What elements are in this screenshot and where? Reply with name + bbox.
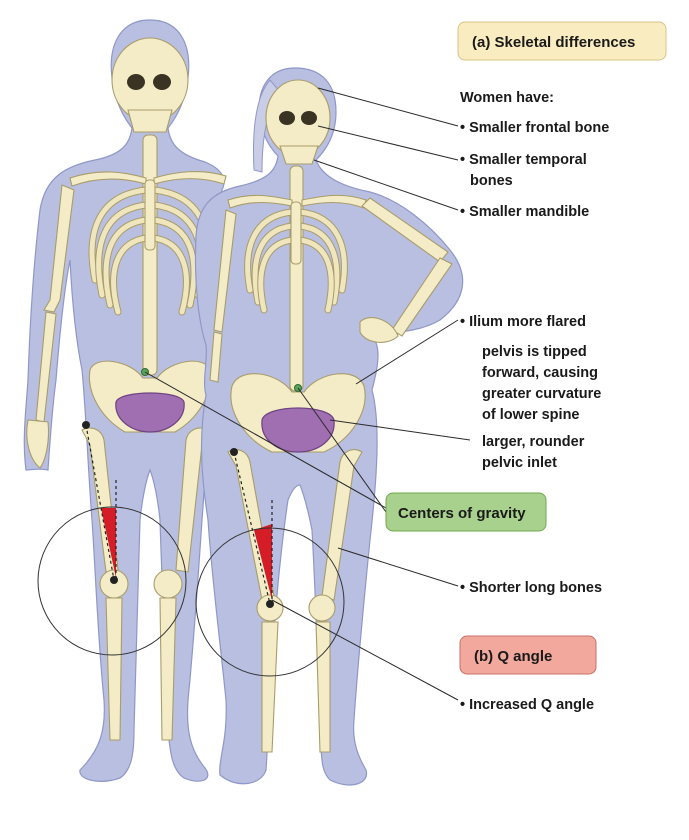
pelvic-inlet-line1: larger, rounder — [482, 434, 585, 450]
leader-cog-male — [144, 371, 387, 509]
leader-mandible — [313, 159, 459, 211]
female-knee-right — [308, 594, 336, 622]
leader-pelvic-inlet — [329, 419, 471, 441]
centers-of-gravity-label: Centers of gravity — [398, 505, 526, 522]
female-humerus-right — [361, 197, 449, 263]
female-eye-socket-left — [279, 111, 295, 125]
male-q-angle-circle — [37, 506, 187, 656]
female-femur-axis-line — [233, 451, 271, 605]
male-eye-socket-right — [153, 74, 171, 90]
female-forearm-right — [391, 257, 453, 337]
male-spine — [142, 134, 158, 376]
male-eye-socket-left — [127, 74, 145, 90]
women-have-intro: Women have: — [460, 90, 554, 106]
pelvic-inlet-line2: pelvic inlet — [482, 455, 557, 471]
female-hip-joint-dot — [230, 448, 238, 456]
female-humerus-left — [213, 209, 237, 333]
male-mandible — [127, 109, 173, 133]
frontal-bone-label: • Smaller frontal bone — [460, 120, 609, 136]
leader-frontal-bone — [317, 87, 459, 127]
female-figure — [194, 67, 464, 786]
male-figure — [23, 19, 227, 782]
temporal-bones-label-line2: bones — [470, 173, 513, 189]
female-knee-dot — [266, 600, 274, 608]
male-skull — [111, 37, 189, 123]
panel-b-title: (b) Q angle — [474, 648, 552, 665]
centers-of-gravity-box — [385, 492, 547, 532]
female-forearm-left — [209, 331, 223, 383]
female-mandible — [279, 145, 319, 165]
pelvis-tipped-line1: pelvis is tipped — [482, 344, 587, 360]
leader-long-bones — [337, 547, 459, 587]
female-tibia-right — [315, 621, 331, 753]
pelvis-tipped-line4: of lower spine — [482, 407, 580, 423]
temporal-bones-label-line1: • Smaller temporal — [460, 152, 587, 168]
female-ribcage — [244, 201, 348, 314]
female-tibia-left — [261, 621, 279, 753]
panel-a-title: (a) Skeletal differences — [472, 34, 635, 51]
male-tibia-left — [105, 597, 123, 741]
female-eye-socket-right — [301, 111, 317, 125]
female-skull — [265, 79, 331, 157]
male-knee-dot — [110, 576, 118, 584]
panel-a-title-box — [457, 21, 667, 61]
male-hip-joint-dot — [82, 421, 90, 429]
leader-temporal-bones — [317, 125, 459, 161]
mandible-label: • Smaller mandible — [460, 204, 589, 220]
panel-b-title-box — [459, 635, 597, 675]
leader-lines — [144, 87, 471, 701]
leader-q-angle — [271, 599, 459, 701]
shorter-long-bones-label: • Shorter long bones — [460, 580, 602, 596]
male-hand-left — [26, 419, 50, 469]
male-clavicle-right — [153, 171, 227, 185]
leader-cog-female — [297, 387, 387, 513]
female-q-angle-circle — [195, 527, 345, 677]
female-q-angle-wedge — [254, 524, 272, 600]
male-knee-right — [153, 569, 183, 599]
pelvis-tipped-line3: greater curvature — [482, 386, 601, 402]
male-femur-axis-line — [85, 424, 115, 581]
male-pelvic-inlet — [115, 392, 185, 433]
increased-q-angle-label: • Increased Q angle — [460, 697, 594, 713]
ilium-label: • Ilium more flared — [460, 314, 586, 330]
female-hand-right — [359, 317, 399, 343]
pelvis-tipped-line2: forward, causing — [482, 365, 598, 381]
male-humerus-left — [43, 184, 75, 313]
leader-ilium — [355, 319, 459, 385]
